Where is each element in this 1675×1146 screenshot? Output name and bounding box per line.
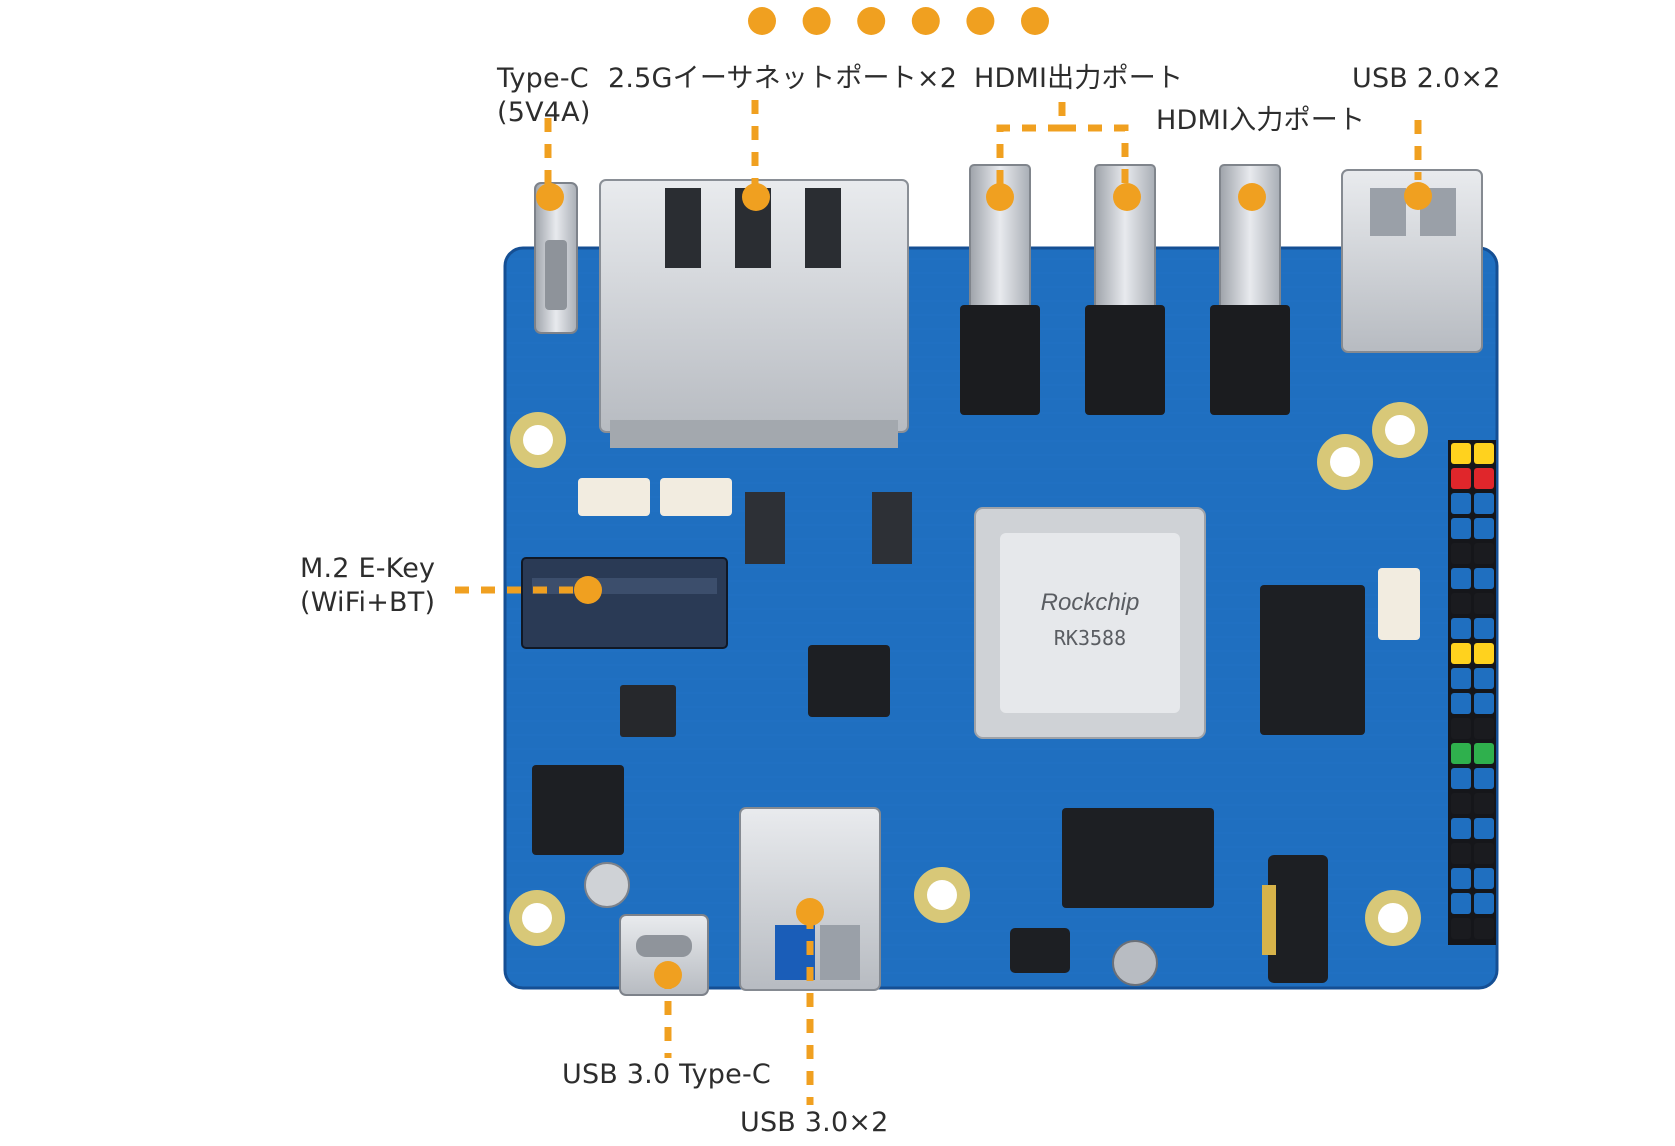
marker-dots (536, 182, 1432, 989)
gpio-pin (1451, 443, 1471, 464)
dot-marker-icon (1021, 7, 1049, 35)
gpio-pin (1474, 543, 1494, 564)
gpio-pin (1474, 618, 1494, 639)
gpio-pin (1451, 493, 1471, 514)
label-typec-power-line1: Type-C (497, 63, 589, 94)
gpio-pin (1474, 568, 1494, 589)
gpio-pin (1451, 643, 1471, 664)
hdmi-ports (960, 164, 1290, 415)
dot-marker-icon (536, 183, 564, 211)
label-hdmi-in: HDMI入力ポート (1156, 105, 1366, 136)
typec-power-port (534, 182, 578, 334)
gpio-pin (1474, 718, 1494, 739)
soc-brand: Rockchip (1041, 589, 1140, 616)
dot-marker-icon (966, 7, 995, 35)
gpio-pin (1474, 868, 1494, 889)
soc-chip: Rockchip RK3588 (974, 507, 1206, 739)
gpio-pin (1474, 843, 1494, 864)
dot-marker-icon (986, 183, 1014, 211)
gpio-pin (1451, 693, 1471, 714)
label-typec-power: Type-C (5V4A) (497, 62, 591, 130)
gpio-pin (1451, 668, 1471, 689)
gpio-pin (1451, 468, 1471, 489)
gpio-pin (1474, 593, 1494, 614)
dot-marker-icon (1113, 183, 1141, 211)
gpio-pin (1451, 818, 1471, 839)
gpio-pin (1474, 468, 1494, 489)
gpio-pin (1474, 443, 1494, 464)
gpio-pin (1474, 793, 1494, 814)
label-typec-power-line2: (5V4A) (497, 96, 591, 128)
dot-marker-icon (1404, 182, 1432, 210)
label-usb3-typec: USB 3.0 Type-C (562, 1059, 771, 1090)
dot-marker-icon (574, 576, 602, 604)
dot-marker-icon (748, 7, 776, 35)
dot-marker-icon (796, 898, 824, 926)
m2-slot (521, 557, 728, 649)
usb3-typec-port (619, 914, 709, 996)
gpio-pin (1474, 918, 1494, 939)
label-m2-line1: M.2 E-Key (300, 553, 436, 584)
label-ethernet: 2.5Gイーサネットポート×2 (608, 63, 958, 94)
gpio-pin (1451, 793, 1471, 814)
gpio-pin (1474, 668, 1494, 689)
mounting-holes (509, 402, 1428, 946)
gpio-pin (1474, 518, 1494, 539)
gpio-pin (1451, 618, 1471, 639)
dot-marker-icon (802, 7, 831, 35)
top-dots (748, 7, 1049, 35)
audio-jack (1262, 855, 1328, 983)
gpio-pin (1451, 518, 1471, 539)
label-m2-line2: (WiFi+BT) (300, 586, 436, 618)
gpio-pin (1474, 893, 1494, 914)
gpio-pin (1451, 893, 1471, 914)
ethernet-port (599, 179, 909, 448)
gpio-pin (1474, 743, 1494, 764)
gpio-pin (1451, 543, 1471, 564)
gpio-pin (1474, 493, 1494, 514)
gpio-pin (1451, 768, 1471, 789)
label-m2: M.2 E-Key (WiFi+BT) (300, 552, 435, 620)
gpio-header (1448, 440, 1496, 945)
gpio-pin (1474, 768, 1494, 789)
dot-marker-icon (742, 183, 770, 211)
connectors (578, 478, 1420, 640)
memory-chips (532, 585, 1365, 908)
gpio-pin (1451, 868, 1471, 889)
gpio-pin (1451, 918, 1471, 939)
gpio-pin (1474, 693, 1494, 714)
gpio-pin (1451, 843, 1471, 864)
dot-marker-icon (911, 7, 940, 35)
gpio-pin (1451, 718, 1471, 739)
gpio-pin (1451, 743, 1471, 764)
dot-marker-icon (654, 961, 682, 989)
dot-marker-icon (857, 7, 886, 35)
label-hdmi-out: HDMI出力ポート (974, 63, 1184, 94)
soc-model: RK3588 (1054, 626, 1126, 650)
gpio-pin (1451, 593, 1471, 614)
gpio-pin (1451, 568, 1471, 589)
label-usb2: USB 2.0×2 (1352, 63, 1501, 94)
label-usb3: USB 3.0×2 (740, 1107, 889, 1138)
dot-marker-icon (1238, 183, 1266, 211)
gpio-pin (1474, 643, 1494, 664)
gpio-pin (1474, 818, 1494, 839)
